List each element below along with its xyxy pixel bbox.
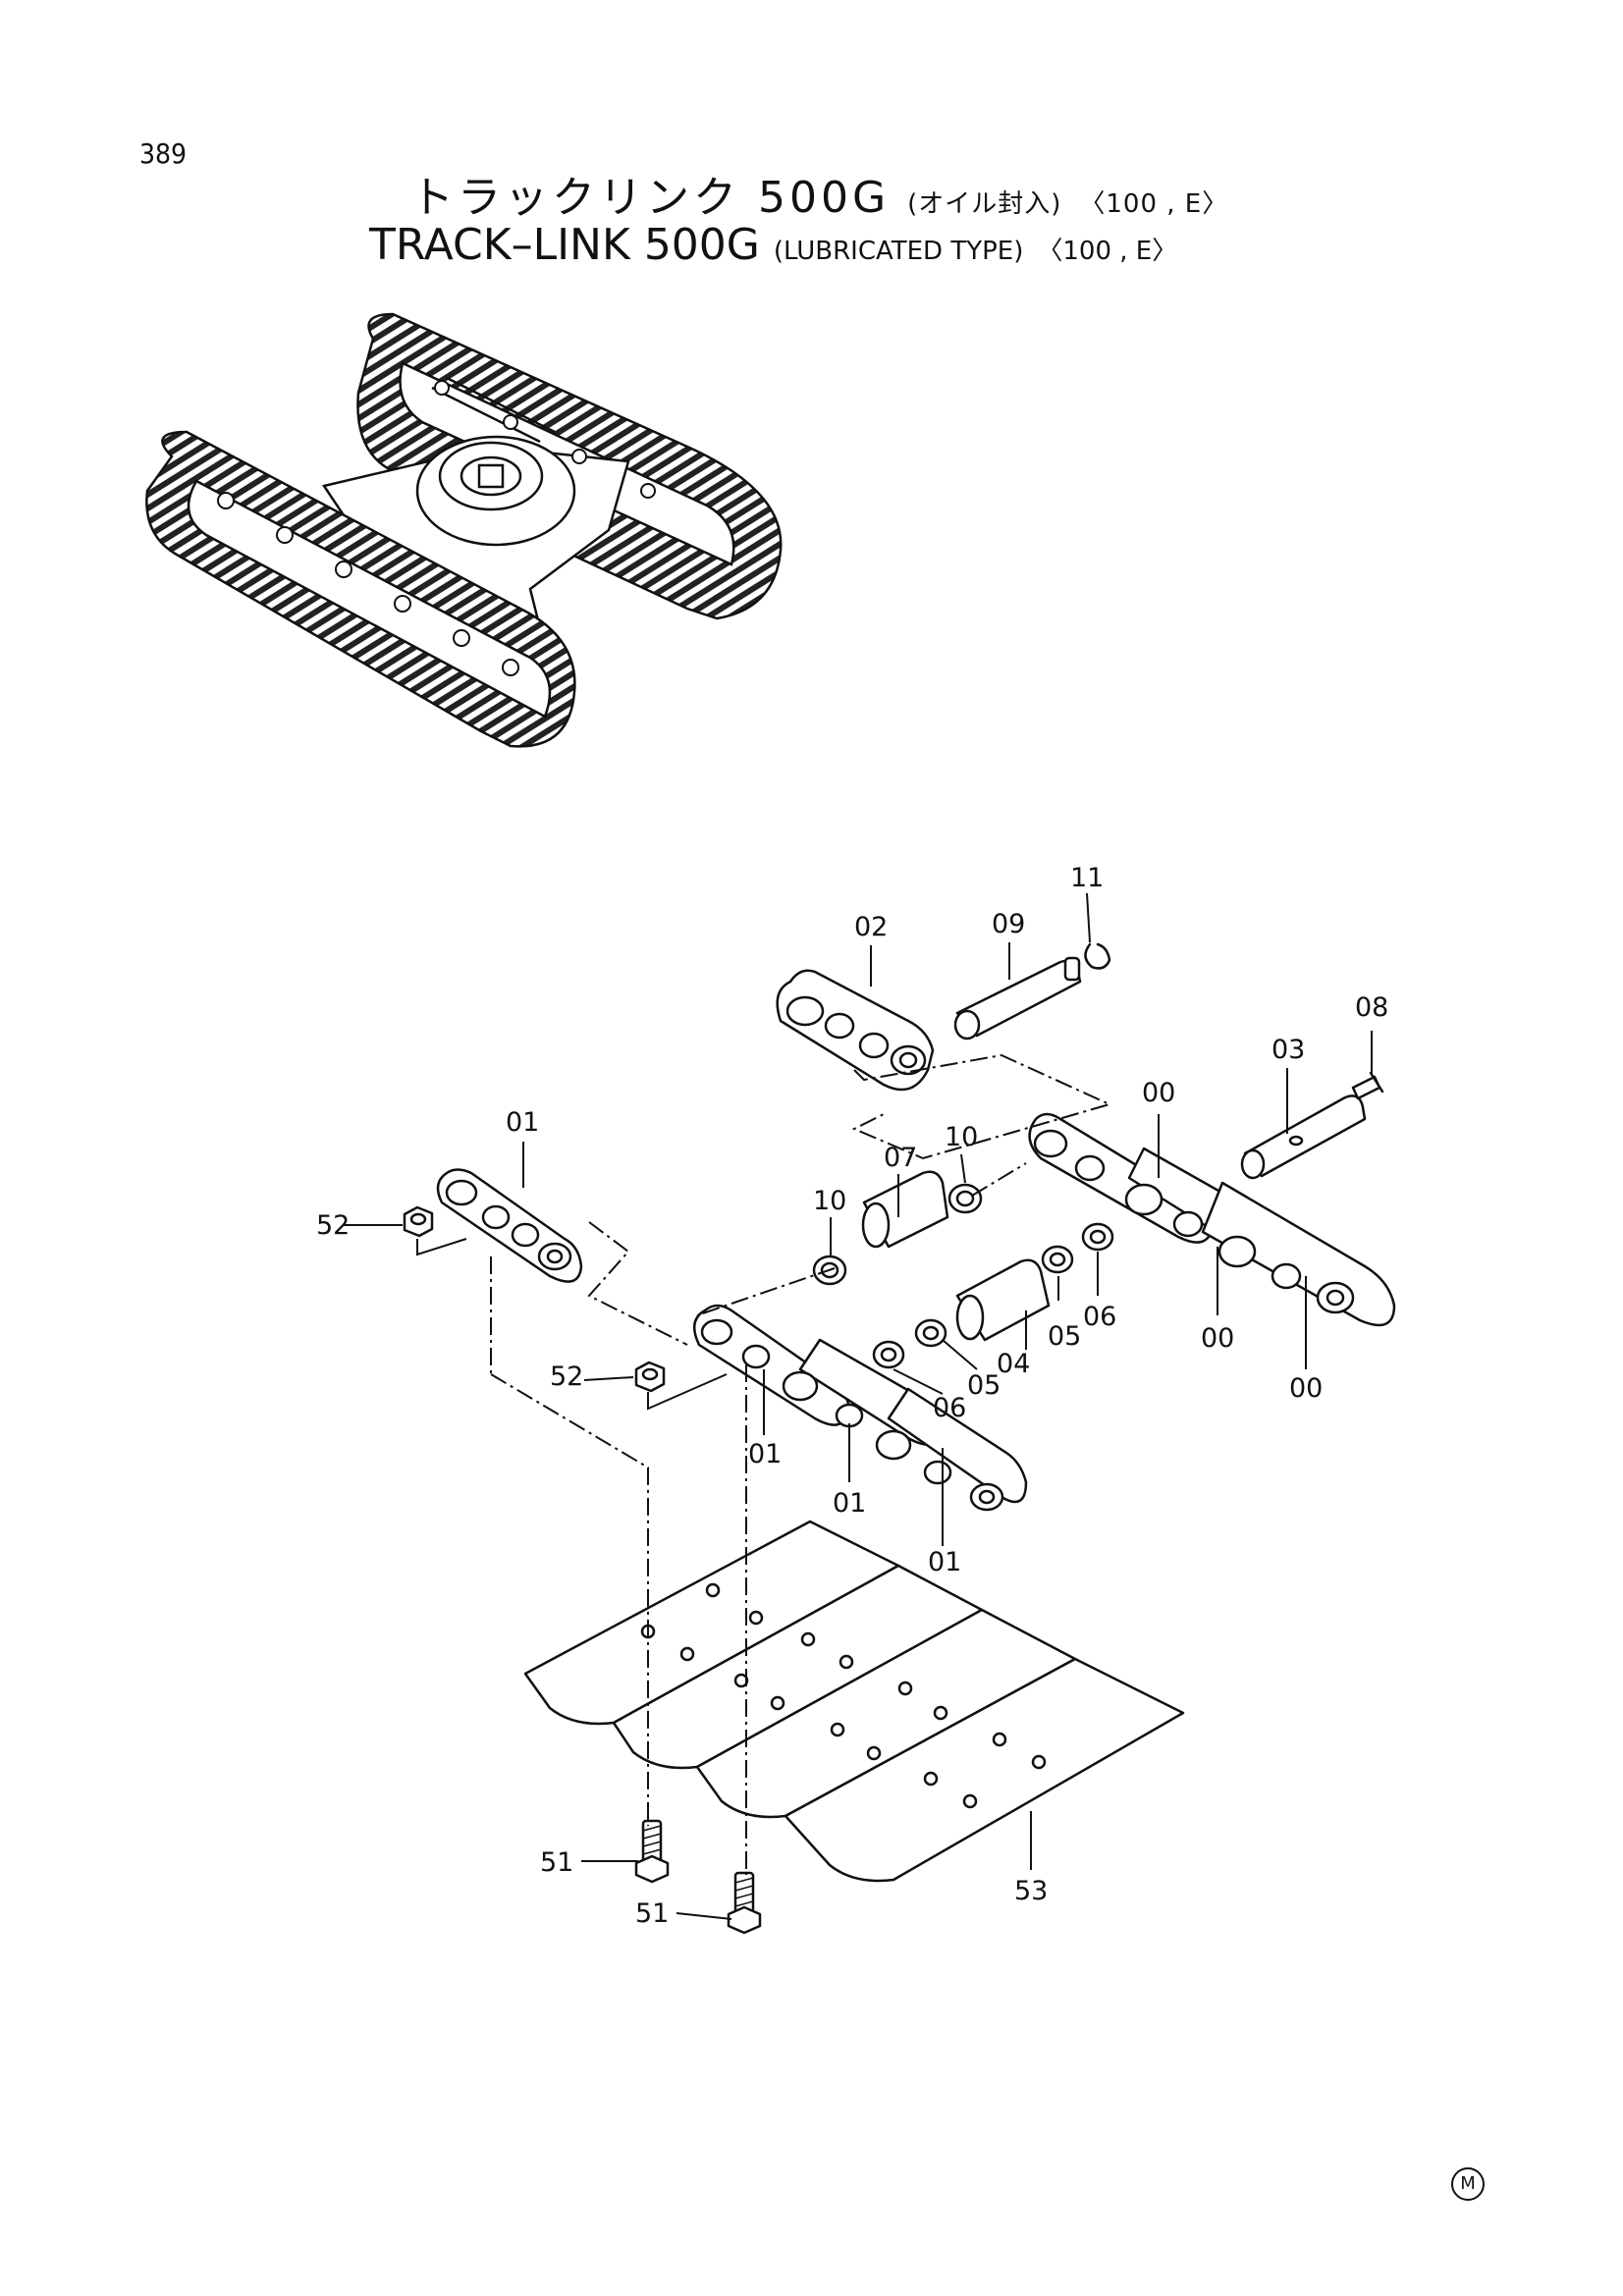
callout-05-right: 05 <box>1048 1321 1081 1352</box>
callout-07: 07 <box>884 1143 917 1173</box>
nut-52a-shape <box>403 1205 434 1238</box>
master-link-02-shape <box>776 969 935 1092</box>
master-pin-09-shape <box>953 956 1082 1041</box>
undercarriage-overview-illustration <box>145 312 783 748</box>
callout-01-master: 01 <box>506 1107 539 1138</box>
title-japanese: トラックリンク 500G (オイル封入) 〈100 , E〉 <box>410 162 1228 225</box>
title-en-qualifier: (LUBRICATED TYPE) <box>773 237 1024 266</box>
title-jp-qualifier: (オイル封入) <box>907 189 1062 219</box>
seal-10b-shape <box>947 1183 983 1214</box>
callout-08: 08 <box>1355 992 1388 1023</box>
callout-00-bottom: 00 <box>1289 1373 1323 1404</box>
callout-02: 02 <box>854 912 888 942</box>
callout-10-left: 10 <box>813 1186 846 1216</box>
title-jp-variant: 〈100 , E〉 <box>1079 189 1229 219</box>
link-assembly-00-shape <box>1028 1112 1396 1327</box>
callout-10-right: 10 <box>945 1122 978 1152</box>
callout-09: 09 <box>992 909 1025 939</box>
callout-03: 03 <box>1271 1035 1305 1065</box>
title-en-variant: 〈100 , E〉 <box>1037 237 1178 266</box>
track-shoe-53-shape <box>523 1520 1185 1883</box>
title-english: TRACK–LINK 500G (LUBRICATED TYPE) 〈100 ,… <box>369 220 1177 270</box>
track-pin-03-shape <box>1240 1095 1367 1180</box>
manufacturer-mark: M <box>1451 2167 1485 2201</box>
snap-ring-11-shape <box>1084 942 1111 970</box>
assembly-lines <box>490 1053 1112 1875</box>
bolt-51a-shape <box>634 1819 670 1884</box>
callout-53: 53 <box>1014 1876 1048 1906</box>
title-jp-main: トラックリンク 500G <box>410 173 891 223</box>
seal-06b-shape <box>872 1340 905 1369</box>
callout-52-upper: 52 <box>316 1210 350 1241</box>
callout-06-right: 06 <box>1083 1302 1116 1332</box>
callout-11: 11 <box>1070 863 1104 893</box>
callout-00-middle: 00 <box>1201 1323 1234 1354</box>
seal-05b-shape <box>914 1318 947 1348</box>
callout-01-first: 01 <box>748 1439 782 1469</box>
exploded-parts <box>403 942 1396 1935</box>
bolt-51b-shape <box>727 1871 762 1935</box>
nut-52b-shape <box>634 1361 666 1393</box>
bushing-04-shape <box>955 1258 1051 1342</box>
seal-05a-shape <box>1041 1245 1074 1274</box>
callout-04: 04 <box>997 1349 1030 1379</box>
callout-00-top: 00 <box>1142 1078 1175 1108</box>
callout-51-upper: 51 <box>540 1847 573 1878</box>
callout-labels: 02 09 11 08 03 00 01 10 07 10 52 06 05 0… <box>316 863 1388 1929</box>
bushing-07-shape <box>861 1170 949 1249</box>
title-en-main: TRACK–LINK 500G <box>369 220 760 270</box>
seal-06a-shape <box>1081 1222 1114 1252</box>
leader-lines <box>344 892 1373 1920</box>
callout-01-second: 01 <box>833 1488 866 1519</box>
page-number: 389 <box>139 137 188 170</box>
spring-pin-08-shape <box>1351 1071 1384 1100</box>
master-link-01-shape <box>436 1168 583 1283</box>
callout-52-lower: 52 <box>550 1362 583 1392</box>
callout-06-left: 06 <box>933 1393 966 1423</box>
callout-01-third: 01 <box>928 1547 961 1577</box>
callout-51-lower: 51 <box>635 1898 669 1929</box>
callout-05-left: 05 <box>967 1370 1001 1401</box>
